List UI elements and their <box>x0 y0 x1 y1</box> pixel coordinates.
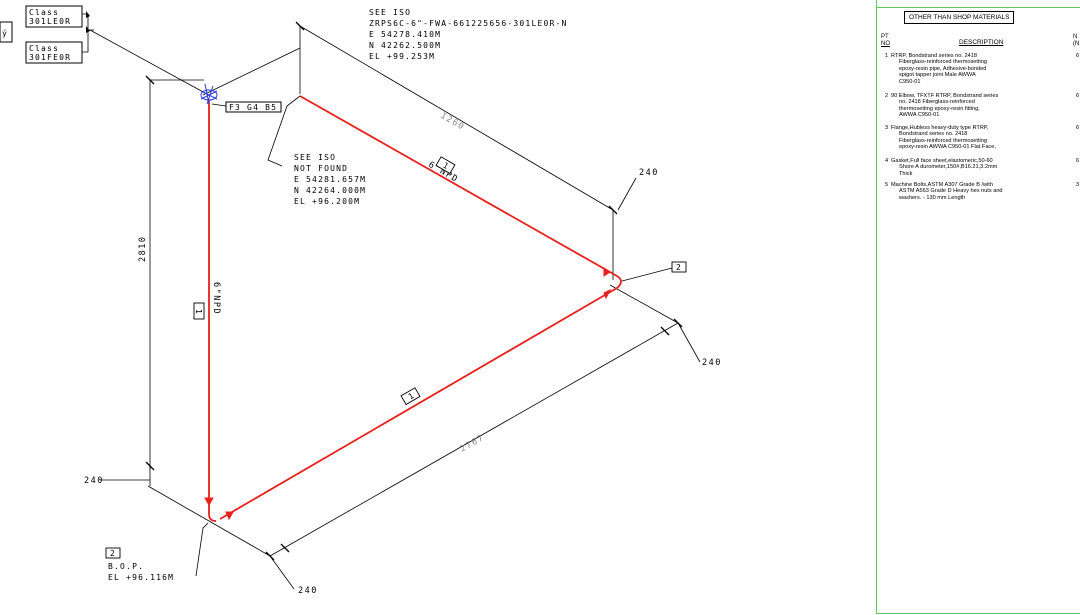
bom-item-number: 3 <box>885 125 889 131</box>
pipe-bottom-diagonal <box>219 287 618 520</box>
bom-top-border <box>877 7 1080 8</box>
bom-item-number: 4 <box>885 158 889 164</box>
dim-bottom-offset: 240 <box>298 586 318 596</box>
dimension-values: 1260 2767 2810 240 240 240 240 <box>84 111 722 596</box>
svg-text:1: 1 <box>407 391 417 402</box>
svg-text:E 54278.410M: E 54278.410M <box>369 30 441 39</box>
bop-block: 2 B.O.P. EL +96.116M <box>105 547 174 582</box>
class-labels: Class 301LE0R Class 301FE0R ý <box>0 5 94 64</box>
bom-item-description: Gasket,Full face sheet,elastomeric,50-60… <box>891 158 998 177</box>
piece-tag-top: 1 <box>435 156 456 175</box>
dim-vertical: 2810 <box>138 236 148 262</box>
svg-text:EL +99.253M: EL +99.253M <box>369 52 435 61</box>
bom-heading: OTHER THAN SHOP MATERIALS <box>904 11 1015 24</box>
class-top-label: Class <box>29 8 59 17</box>
dim-left-offset: 240 <box>84 476 104 486</box>
class-bracket <box>82 13 94 31</box>
class-box-bottom <box>25 41 83 64</box>
bom-col-description: DESCRIPTION <box>959 39 1004 46</box>
dim-right-lower-offset: 240 <box>702 358 722 368</box>
svg-text:EL +96.116M: EL +96.116M <box>108 573 174 582</box>
class-arrow <box>86 11 90 18</box>
svg-text:1: 1 <box>441 161 451 172</box>
flange-top <box>200 83 218 105</box>
bom-panel: OTHER THAN SHOP MATERIALS PT NO DESCRIPT… <box>876 0 1080 614</box>
svg-text:N 42262.500M: N 42262.500M <box>369 41 441 50</box>
svg-text:E 54281.657M: E 54281.657M <box>294 175 366 184</box>
bom-item-number: 2 <box>885 93 889 99</box>
isometric-drawing: Class 301LE0R Class 301FE0R ý <box>0 5 722 596</box>
bom-item-number: 5 <box>885 182 889 188</box>
class-bracket-2 <box>82 30 89 53</box>
svg-text:N 42264.000M: N 42264.000M <box>294 186 366 195</box>
svg-text:EL +96.200M: EL +96.200M <box>294 197 360 206</box>
dim-line-bottom-run <box>269 322 679 557</box>
dimension-lines <box>89 25 701 590</box>
svg-text:B.O.P.: B.O.P. <box>108 562 144 571</box>
bom-item-qty: 6 <box>1076 158 1080 164</box>
joint-tag: F3 G4 B5 <box>229 103 277 112</box>
dim-bottom-run: 2767 <box>459 433 487 455</box>
dim-line-top-run <box>299 25 614 211</box>
right-tag: 2 <box>676 263 682 272</box>
pipe-run <box>208 95 622 522</box>
bom-item-qty: 3 <box>1076 182 1080 188</box>
class-top-value: 301LE0R <box>29 17 71 26</box>
right-tag-box <box>671 261 687 273</box>
pipe-fittings <box>204 267 612 521</box>
iso-ref-mid: SEE ISO NOT FOUND E 54281.657M N 42264.0… <box>294 153 366 206</box>
pipe-top-diagonal <box>299 95 618 277</box>
bom-col-pt: PT NO <box>881 34 890 47</box>
elbow-right <box>616 275 622 289</box>
bom-col-qty: N (N <box>1073 34 1080 47</box>
bom-item-description: Flange,Hubless heavy-duty type RTRP,Bond… <box>891 125 996 151</box>
dim-ticks <box>145 21 683 561</box>
class-bottom-label: Class <box>29 44 59 53</box>
npd-left: 6"NPD <box>211 282 221 315</box>
piece-tag-left: 1 <box>193 302 205 320</box>
svg-text:1: 1 <box>194 309 203 315</box>
dim-top-run: 1260 <box>439 111 467 133</box>
bom-item-qty: 6 <box>1076 93 1080 99</box>
svg-text:SEE ISO: SEE ISO <box>369 8 411 17</box>
dim-right-offset: 240 <box>639 168 659 178</box>
edge-mark: ý <box>2 29 8 38</box>
svg-text:2: 2 <box>110 549 116 558</box>
bom-item-qty: 6 <box>1076 125 1080 131</box>
svg-text:ZRPS6C-6"-FWA-661225656-301LE0: ZRPS6C-6"-FWA-661225656-301LE0R-N <box>369 19 568 28</box>
joint-tag-box <box>225 101 282 113</box>
elbow-bottom-left <box>208 513 217 522</box>
class-arrow-2 <box>86 26 90 33</box>
bom-item-qty: 6 <box>1076 53 1080 59</box>
edge-box <box>0 21 13 43</box>
class-bottom-value: 301FE0R <box>29 53 71 62</box>
svg-text:NOT FOUND: NOT FOUND <box>294 164 348 173</box>
svg-text:SEE ISO: SEE ISO <box>294 153 336 162</box>
piece-tag-bottom: 1 <box>400 387 421 406</box>
pipe-labels: 6"NPD 6"NPD 1 1 1 2 <box>193 156 687 406</box>
iso-ref-top: SEE ISO ZRPS6C-6"-FWA-661225656-301LE0R-… <box>369 8 568 61</box>
bom-item-number: 1 <box>885 53 889 59</box>
class-box-top <box>25 5 83 28</box>
